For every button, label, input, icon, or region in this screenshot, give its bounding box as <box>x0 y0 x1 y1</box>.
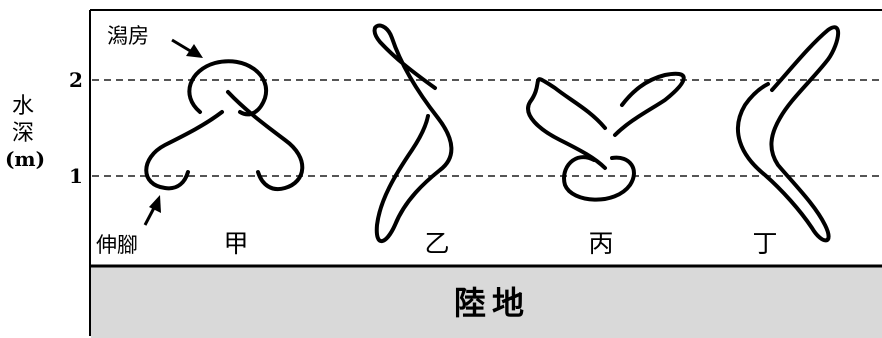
axis-title-line2: 深 <box>12 121 34 146</box>
axis-title-line1: 水 <box>12 94 34 119</box>
arrow-spur <box>143 195 161 226</box>
land-label: 陸地 <box>454 284 530 322</box>
reef-shape-yi <box>372 23 454 244</box>
label-bing: 丙 <box>588 229 613 258</box>
arrow-reef-flat <box>171 38 203 58</box>
tick-1: 1 <box>69 164 83 188</box>
label-yi: 乙 <box>424 229 449 258</box>
reef-shape-bing <box>526 71 686 202</box>
tick-2: 2 <box>69 68 83 92</box>
reef-shape-ding <box>735 25 841 243</box>
label-ding: 丁 <box>752 229 777 258</box>
axis-unit: (m) <box>5 147 45 171</box>
annotation-spur: 伸腳 <box>96 233 138 257</box>
land-area <box>91 266 882 338</box>
label-jia: 甲 <box>223 229 248 258</box>
annotation-reef-flat: 潟房 <box>107 24 149 48</box>
reef-shape-jia <box>144 59 305 192</box>
